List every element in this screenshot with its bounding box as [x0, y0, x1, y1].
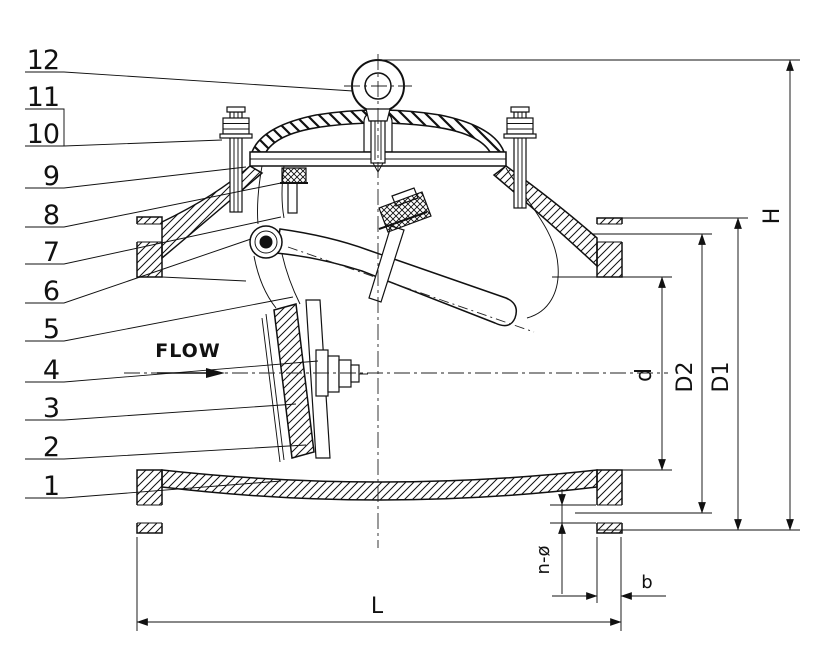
leader-11-bracket: [25, 108, 65, 146]
body-wall-right-shoulder: [492, 165, 598, 268]
dim-label-D1: D1: [709, 362, 734, 393]
bolt-nut: [506, 117, 534, 135]
ext-lines: [136, 537, 622, 631]
right-flange-bolt-hole-bottom: [596, 505, 623, 523]
disc: [273, 303, 315, 459]
right-flange-hole-lines-bottom: [597, 504, 622, 524]
part-label-8: 8: [43, 200, 59, 231]
part-labels: 12 11 10 9 8 7 6 5 4 3 2 1: [25, 45, 354, 502]
hinge-pin-mid: [254, 230, 278, 254]
swing-arm: [275, 228, 518, 327]
bolt-washer: [503, 133, 537, 139]
part-label-1: 1: [43, 471, 59, 502]
left-flange-bolt-hole-top: [136, 224, 163, 242]
dim-label-d: d: [632, 368, 657, 382]
dim-label-n-holes: n-ø: [533, 546, 554, 575]
dim-bolt-circle: D2: [575, 233, 712, 514]
dim-flange-od: D1: [598, 217, 748, 531]
right-flange-hole-lines-top: [597, 223, 622, 243]
nut-facet-lines: [223, 123, 249, 130]
dim-bolt-holes: n-ø: [533, 489, 596, 594]
leader-3: [25, 403, 297, 421]
flow-label: FLOW: [155, 340, 221, 362]
dim-label-D2: D2: [673, 362, 698, 393]
eye-bolt-thread-lines: [374, 121, 382, 160]
disc-nut-step-2: [327, 355, 340, 393]
bonnet-bolt-right: [503, 106, 537, 209]
part-label-7: 7: [43, 237, 59, 268]
disc-rim-lines: [261, 313, 285, 463]
flow-indicator: FLOW: [155, 340, 225, 378]
disc-assembly: [261, 299, 368, 463]
arm-bolt-nut: [378, 191, 432, 233]
hinge-pin-center: [259, 235, 273, 249]
ext-lines: [550, 504, 596, 524]
dim-label-L: L: [371, 594, 384, 619]
leader-6: [25, 238, 252, 304]
body-wall-bottom: [161, 469, 598, 501]
part-label-12: 12: [27, 45, 59, 76]
leader-1: [25, 480, 282, 499]
bolt-cap: [226, 106, 246, 113]
part-label-11: 11: [27, 82, 59, 113]
flow-arrow-icon: [206, 368, 225, 378]
disc-nut-step-4: [350, 364, 360, 383]
ext-lines: [596, 537, 622, 603]
bolt-washer: [219, 133, 253, 139]
part-label-6: 6: [43, 276, 59, 307]
hinge-bolt-nut: [281, 167, 307, 184]
hinge-assembly: [249, 165, 535, 333]
part-label-2: 2: [43, 432, 59, 463]
nut-facet-lines: [507, 123, 533, 130]
hinge-bolt-stud: [287, 182, 298, 214]
leader-4: [25, 360, 319, 383]
part-label-10: 10: [27, 119, 59, 150]
left-bore-top-line: [137, 276, 247, 282]
leader-5: [25, 296, 294, 342]
leader-10: [25, 139, 223, 147]
leader-2: [25, 444, 307, 460]
dim-label-b: b: [641, 572, 652, 593]
part-label-9: 9: [43, 161, 59, 192]
dim-length: L: [136, 537, 622, 631]
leader-8: [25, 182, 282, 228]
dimension-lines: H D1 D2 d n-ø: [136, 59, 800, 631]
left-flange-hole-lines-bottom: [137, 504, 162, 524]
dim-label-H: H: [760, 208, 785, 225]
leader-12: [25, 71, 354, 92]
part-label-3: 3: [43, 393, 59, 424]
bolt-cap: [510, 106, 530, 113]
left-flange-hole-lines-top: [137, 223, 162, 243]
left-flange-lower: [136, 469, 163, 534]
arm-axis-dash-line: [287, 246, 535, 333]
arm-to-disc-neck: [253, 253, 301, 309]
part-label-5: 5: [43, 314, 59, 345]
hinge-bracket-lines: [257, 165, 285, 225]
right-flange-bolt-hole-top: [596, 224, 623, 242]
leader-lines: [25, 71, 354, 499]
dim-height: H: [380, 59, 800, 531]
bolt-nut: [222, 117, 250, 135]
body-wall-left-shoulder: [161, 165, 264, 260]
dim-bore: d: [552, 276, 672, 471]
left-flange-bolt-hole-bottom: [136, 505, 163, 523]
leader-9: [25, 166, 247, 189]
leader-7: [25, 216, 282, 265]
bonnet-bolt-left: [219, 106, 253, 213]
part-label-4: 4: [43, 355, 59, 386]
right-flange-lower: [596, 469, 623, 534]
dim-flange-thickness: b: [552, 537, 666, 603]
disc-nut-step-3: [338, 359, 352, 388]
